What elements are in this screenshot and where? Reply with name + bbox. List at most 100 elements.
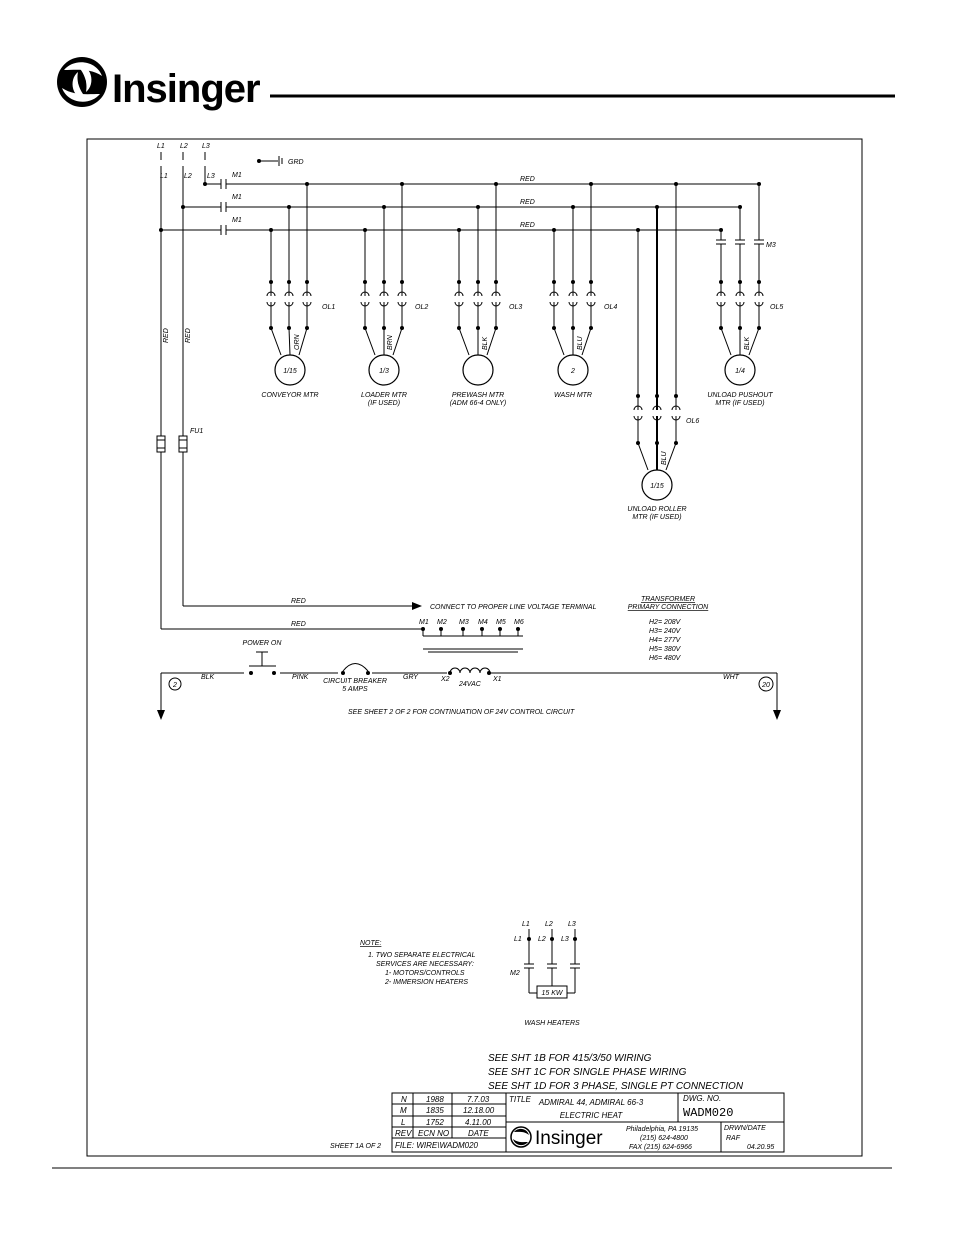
motor-name-2: LOADER MTR: [361, 392, 407, 399]
tap-h4: H4= 277V: [649, 637, 682, 644]
drawing-border: [86, 138, 863, 1157]
x1-label: X1: [492, 676, 502, 683]
ecn-m: 1835: [426, 1106, 444, 1115]
bus-red-label-3: RED: [520, 222, 535, 229]
bus-red-label-1: RED: [520, 176, 535, 183]
motor-rating-5: 1/4: [735, 368, 745, 375]
heater-l3-top: L3: [568, 921, 576, 928]
l3-label: L3: [207, 173, 215, 180]
company-address: Philadelphia, PA 19135: [626, 1126, 698, 1133]
transformer-title: TRANSFORMER: [641, 596, 695, 603]
x2-label: X2: [440, 676, 450, 683]
motor-name-3: PREWASH MTR: [452, 392, 504, 399]
wire-color-4: BLU: [577, 335, 584, 350]
m1-contact-label-2: M1: [232, 194, 242, 201]
see-note-1b: SEE SHT 1B FOR 415/3/50 WIRING: [488, 1053, 652, 1064]
blk-label: BLK: [201, 674, 215, 681]
note-line-3: 1- MOTORS/CONTROLS: [385, 970, 465, 977]
l1-label: L1: [160, 173, 168, 180]
hdr-ecn: ECN NO: [418, 1129, 449, 1138]
ol-label-2: OL2: [415, 304, 428, 311]
power-on-label: POWER ON: [243, 640, 283, 647]
l3-top-label: L3: [202, 143, 210, 150]
ecn-l: 1752: [426, 1118, 444, 1127]
title-line-2: ELECTRIC HEAT: [560, 1111, 624, 1120]
heater-l2-top: L2: [545, 921, 553, 928]
sheet-label: SHEET 1A OF 2: [330, 1143, 381, 1150]
gry-label: GRY: [403, 674, 419, 681]
tap-m2: M2: [437, 619, 447, 626]
tap-h6: H6= 480V: [649, 655, 682, 662]
tap-h5: H5= 380V: [649, 646, 682, 653]
motor-symbol-1: [274, 354, 306, 386]
m1-contact-label-3: M1: [232, 217, 242, 224]
heater-l2: L2: [538, 936, 546, 943]
loader-branch: [360, 182, 407, 386]
grd-label: GRD: [288, 159, 304, 166]
l1-red-bottom-label: RED: [291, 621, 306, 628]
breaker-label: CIRCUIT BREAKER: [323, 678, 387, 685]
wash-branch: [549, 182, 596, 386]
breaker-amps-label: 5 AMPS: [342, 686, 368, 693]
drawn-date: 04.20.95: [747, 1144, 774, 1151]
l1-top-label: L1: [157, 143, 165, 150]
roller-name: UNLOAD ROLLER: [627, 506, 686, 513]
rev-l: L: [401, 1118, 405, 1127]
swirl-logo-icon: [57, 57, 107, 107]
company-name: Insinger: [535, 1128, 603, 1149]
wire-color-1: ORN: [294, 334, 301, 351]
ol-label-1: OL1: [322, 304, 335, 311]
fu1-label: FU1: [190, 428, 203, 435]
fuse-fu1: [178, 435, 188, 453]
tap-h2: H2= 208V: [649, 619, 682, 626]
fu1-red-label: RED: [291, 598, 306, 605]
note-block: NOTE: 1. TWO SEPARATE ELECTRICAL SERVICE…: [360, 940, 476, 986]
brand-name: Insinger: [112, 67, 260, 111]
company-logo-icon: [510, 1126, 532, 1148]
m3-label: M3: [766, 242, 776, 249]
m1-contact-label-1: M1: [232, 172, 242, 179]
motor-symbol-4: [557, 354, 589, 386]
company-phone: (215) 624-4800: [640, 1135, 688, 1142]
tap-m4: M4: [478, 619, 488, 626]
motor-symbol-3: [462, 354, 494, 386]
motor-sub-2: (IF USED): [368, 400, 400, 407]
l2-label: L2: [184, 173, 192, 180]
rev-m: M: [400, 1106, 407, 1115]
roller-sub: MTR (IF USED): [632, 514, 681, 521]
brand-header: Insinger: [52, 48, 895, 112]
see-note-1d: SEE SHT 1D FOR 3 PHASE, SINGLE PT CONNEC…: [488, 1081, 744, 1092]
note-line-2: SERVICES ARE NECESSARY:: [376, 961, 474, 968]
title-line-1: ADMIRAL 44, ADMIRAL 66-3: [538, 1098, 644, 1107]
tap-m6: M6: [514, 619, 524, 626]
motor-name-1: CONVEYOR MTR: [261, 392, 318, 399]
motor-symbol-6: [641, 469, 673, 501]
prewash-branch: [454, 182, 501, 386]
heater-kw: 15 KW: [541, 990, 563, 997]
motor-sub-3: (ADM 66-4 ONLY): [450, 400, 507, 407]
l2-red-label: RED: [185, 328, 192, 343]
motor-sub-5: MTR (IF USED): [715, 400, 764, 407]
wire-color-2: BRN: [387, 334, 394, 350]
ecn-n: 1988: [426, 1095, 444, 1104]
file-label: FILE: WIRE\WADM020: [395, 1141, 479, 1150]
motor-rating-2: 1/3: [379, 368, 389, 375]
wht-label: WHT: [723, 674, 740, 681]
wash-heaters: L1 L2 L3 L1 L2 L3 M2 15 KW WASH HEATERS: [510, 921, 580, 1027]
wire-color-3: BLK: [482, 336, 489, 350]
pink-label: PINK: [292, 674, 309, 681]
motor-labels: 1/15 OL1 ORN CONVEYOR MTR 1/3 OL2 BRN LO…: [261, 242, 783, 521]
heater-l1-top: L1: [522, 921, 530, 928]
heater-label: WASH HEATERS: [524, 1020, 580, 1027]
title-label: TITLE: [509, 1095, 531, 1104]
motor-symbol-5: [724, 354, 756, 386]
title-block: N 1988 7.7.03 M 1835 12.18.00 L 1752 4.1…: [330, 1092, 785, 1153]
transformer-sub: PRIMARY CONNECTION: [628, 604, 709, 611]
motor-name-4: WASH MTR: [554, 392, 592, 399]
heater-l1: L1: [514, 936, 522, 943]
motor-rating-4: 2: [570, 368, 575, 375]
ol-label-4: OL4: [604, 304, 617, 311]
wire-color-5: BLK: [744, 336, 751, 350]
note-title: NOTE:: [360, 940, 381, 947]
